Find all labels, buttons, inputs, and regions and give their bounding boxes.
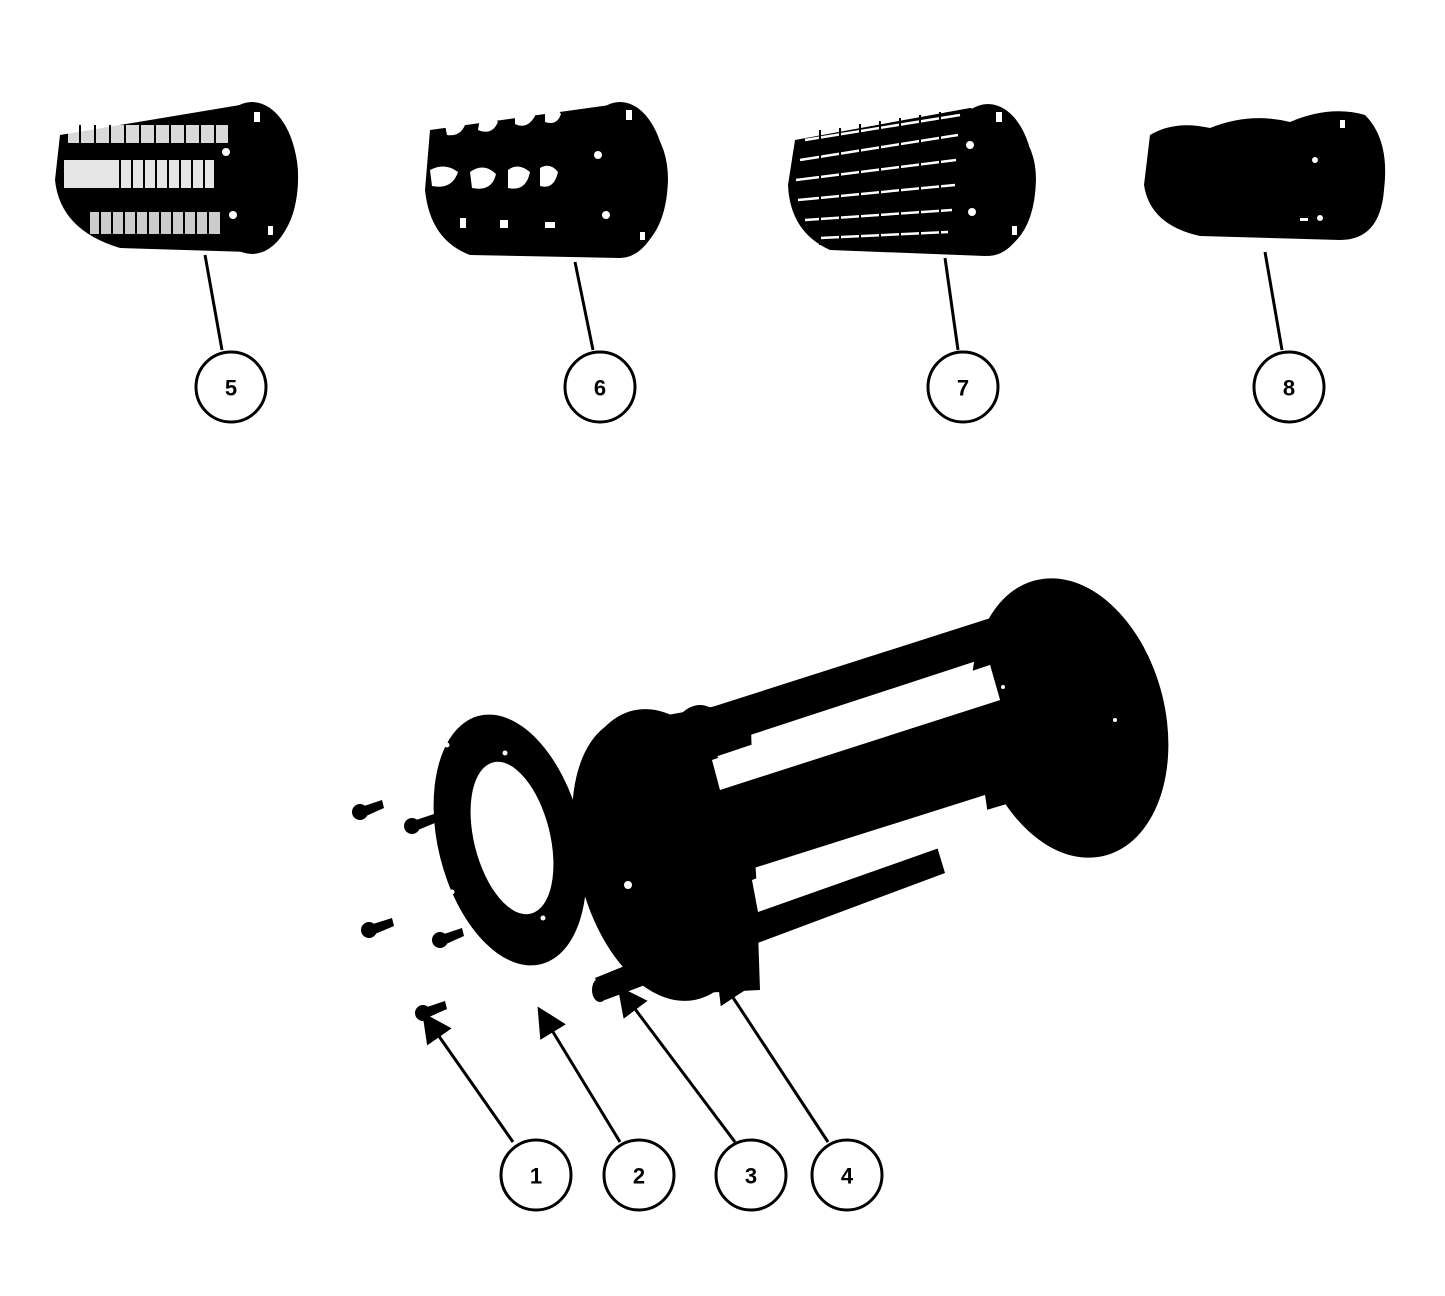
callout-label: 3 — [745, 1164, 757, 1189]
callout-label: 1 — [530, 1164, 542, 1189]
frame-gap-upper-front — [712, 665, 1000, 790]
leader-2 — [537, 1006, 622, 1143]
callout-1: 1 — [499, 1138, 573, 1212]
callout-7: 7 — [926, 350, 1000, 424]
callout-6: 6 — [563, 350, 637, 424]
callout-5: 5 — [194, 350, 268, 424]
leader-5 — [203, 254, 224, 351]
frame-gap-lower-front — [752, 795, 990, 912]
part-7-grating-drum — [788, 104, 1036, 256]
cap-screw-icon — [432, 928, 464, 948]
callout-8: 8 — [1252, 350, 1326, 424]
callout-label: 5 — [225, 376, 237, 401]
part-5-grating-drum — [55, 102, 299, 254]
callout-4: 4 — [810, 1138, 884, 1212]
leader-7 — [943, 257, 960, 351]
leader-6 — [573, 261, 595, 351]
part-4-front-flange-overlay — [573, 709, 757, 1001]
callout-2: 2 — [602, 1138, 676, 1212]
leader-4 — [716, 972, 830, 1143]
part-2-retaining-ring — [433, 714, 587, 966]
cap-screw-icon — [361, 918, 394, 938]
cap-screw-icon — [352, 800, 384, 820]
part-6-slicing-drum — [425, 102, 668, 258]
leader-8 — [1263, 251, 1284, 351]
callout-label: 4 — [841, 1164, 854, 1189]
callout-label: 7 — [957, 376, 969, 401]
callout-label: 2 — [633, 1164, 645, 1189]
cap-screw-icon — [415, 1001, 447, 1021]
callout-3: 3 — [714, 1138, 788, 1212]
callout-label: 8 — [1283, 376, 1295, 401]
leader-3 — [617, 985, 737, 1143]
cap-screw-icon — [404, 812, 442, 834]
leader-1 — [422, 1012, 515, 1143]
part-8-solid-drum — [1144, 111, 1386, 240]
callout-label: 6 — [594, 376, 606, 401]
